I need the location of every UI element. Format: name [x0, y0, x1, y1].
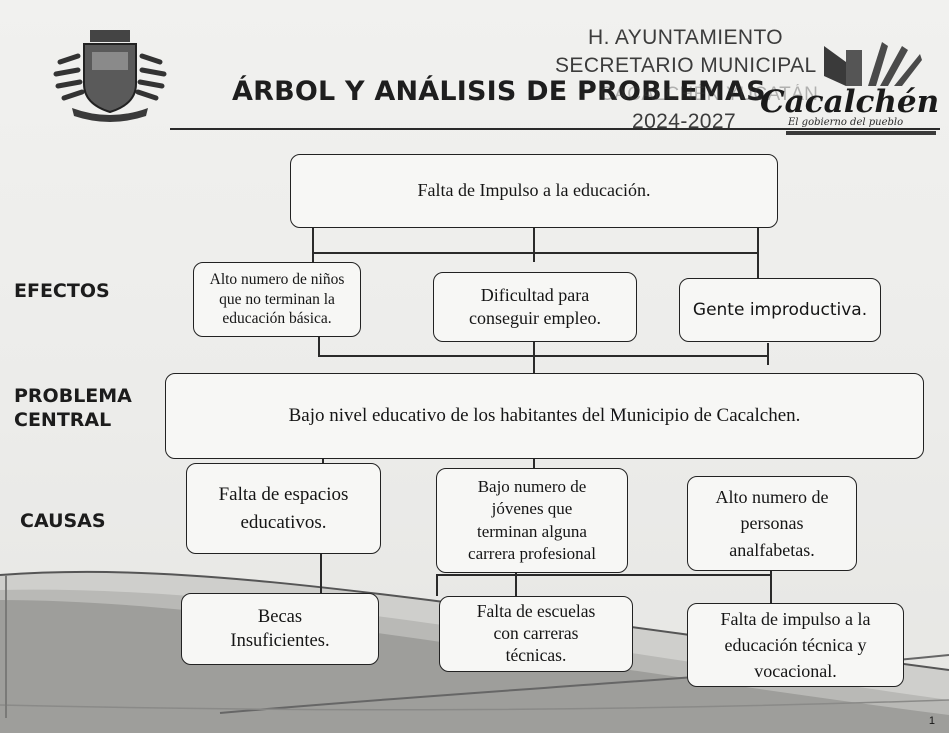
- connector: [312, 228, 314, 264]
- connector: [770, 570, 772, 604]
- root-cause-box-3: Falta de impulso a la educación técnica …: [687, 603, 904, 687]
- connector: [320, 554, 322, 594]
- stamp-line-1: H. AYUNTAMIENTO: [588, 26, 784, 49]
- brand-tagline: El gobierno del pueblo: [788, 117, 904, 128]
- municipal-crest-icon: [53, 30, 167, 122]
- cause-box-1: Falta de espacios educativos.: [186, 463, 381, 554]
- central-problem-box: Bajo nivel educativo de los habitantes d…: [165, 373, 924, 459]
- connector: [533, 458, 535, 470]
- brand-bar: [786, 131, 936, 135]
- root-cause-box-2: Falta de escuelas con carreras técnicas.: [439, 596, 633, 672]
- connector: [767, 343, 769, 365]
- header-divider: [170, 128, 940, 130]
- effect-box-1: Alto numero de niños que no terminan la …: [193, 262, 361, 337]
- connector: [436, 574, 772, 576]
- stamp-line-3: CACALCHÉN YUCATÁN: [600, 84, 819, 105]
- connector: [318, 355, 769, 357]
- root-cause-box-1: Becas Insuficientes.: [181, 593, 379, 665]
- cause-box-2: Bajo numero de jóvenes que terminan algu…: [436, 468, 628, 573]
- top-effect-box: Falta de Impulso a la educación.: [290, 154, 778, 228]
- effect-box-3: Gente improductiva.: [679, 278, 881, 342]
- label-causas: CAUSAS: [20, 510, 106, 532]
- cause-box-3: Alto numero de personas analfabetas.: [687, 476, 857, 571]
- page-number: 1: [928, 715, 935, 727]
- cacalchen-logo-icon: [824, 42, 922, 86]
- connector: [533, 341, 535, 374]
- connector: [318, 336, 320, 356]
- page-title: ÁRBOL Y ANÁLISIS DE PROBLEMAS: [232, 76, 766, 107]
- effect-box-2: Dificultad para conseguir empleo.: [433, 272, 637, 342]
- connector: [436, 574, 438, 596]
- label-problema-central: PROBLEMA CENTRAL: [14, 385, 132, 431]
- label-efectos: EFECTOS: [14, 280, 110, 302]
- connector: [312, 252, 759, 254]
- connector: [533, 228, 535, 262]
- stamp-line-4: 2024-2027: [632, 110, 737, 133]
- brand-name: Cacalchén: [760, 84, 940, 120]
- stamp-line-2: SECRETARIO MUNICIPAL: [555, 54, 817, 77]
